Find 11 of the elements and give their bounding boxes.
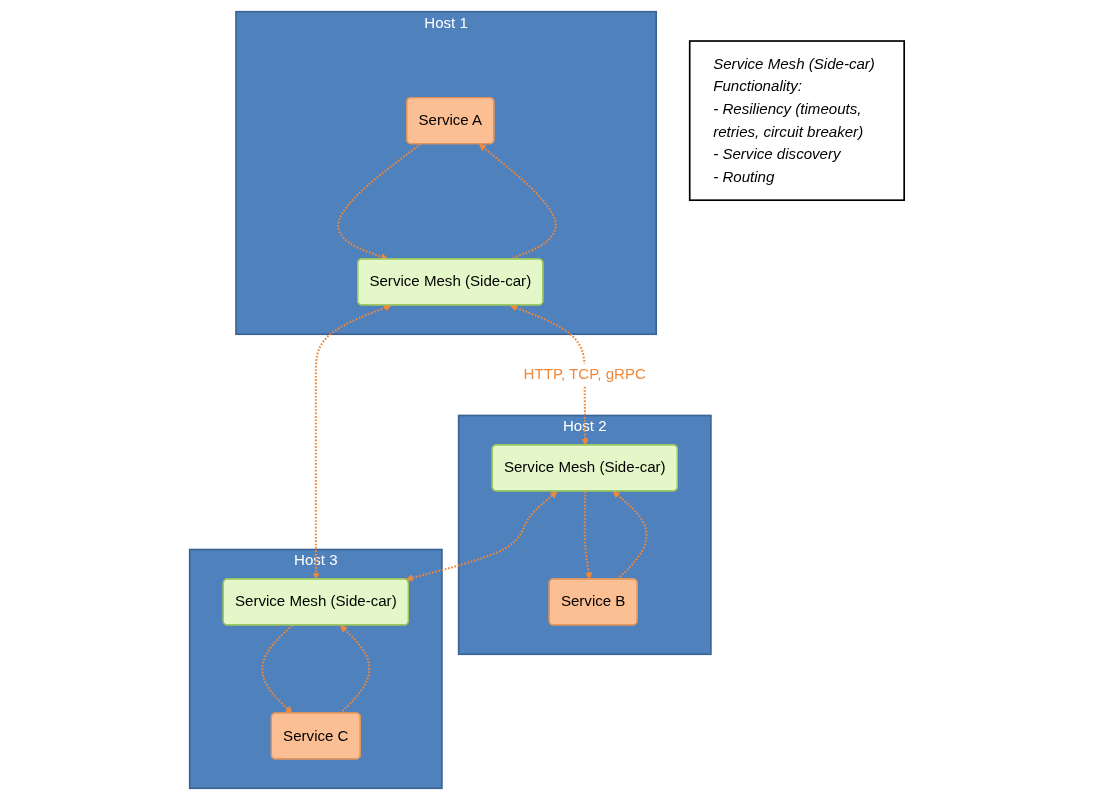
edge-label: HTTP, TCP, gRPC	[523, 365, 647, 383]
arrow	[478, 143, 557, 260]
arrow	[261, 624, 293, 714]
arrow	[312, 303, 392, 580]
arrow	[509, 303, 589, 446]
arrow	[612, 490, 648, 580]
arrow	[337, 142, 422, 260]
arrow	[339, 624, 371, 714]
node-box: Service Mesh (Side-car) Functionality: - Resiliency (timeouts, retries, circuit breaker) - Service discovery - Routing	[688, 39, 906, 201]
arrow	[405, 490, 558, 581]
arrow	[583, 490, 593, 580]
